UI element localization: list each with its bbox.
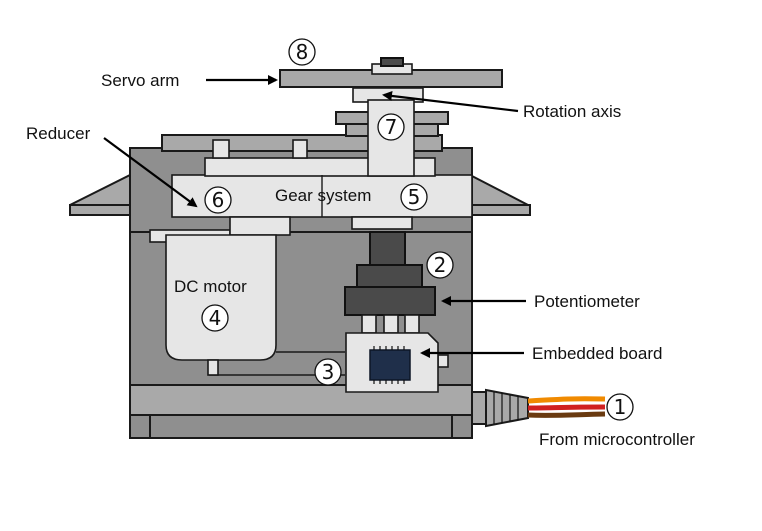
marker-2: 2 [427,252,453,278]
label-gear-system: Gear system [275,186,371,205]
label-potentiometer: Potentiometer [534,292,640,311]
marker-3: 3 [315,359,341,385]
label-servo-arm: Servo arm [101,71,179,90]
label-from-microcontroller: From microcontroller [539,430,695,449]
embedded-board-shape [346,333,438,392]
marker-6-number: 6 [212,188,225,212]
marker-3-number: 3 [322,360,335,384]
marker-1-number: 1 [614,395,627,419]
marker-6: 6 [205,187,231,213]
marker-4: 4 [202,305,228,331]
marker-5-number: 5 [408,185,421,209]
marker-8: 8 [289,39,315,65]
marker-1: 1 [607,394,633,420]
marker-2-number: 2 [434,253,447,277]
marker-7: 7 [378,114,404,140]
cable-connector [472,390,605,426]
label-embedded-board: Embedded board [532,344,662,363]
servo-arm-shape [280,58,502,87]
marker-7-number: 7 [385,115,398,139]
marker-4-number: 4 [209,306,222,330]
label-dc-motor: DC motor [174,277,247,296]
marker-5: 5 [401,184,427,210]
label-reducer: Reducer [26,124,91,143]
marker-8-number: 8 [296,40,309,64]
label-rotation-axis: Rotation axis [523,102,621,121]
dc-motor-shape [166,235,276,360]
